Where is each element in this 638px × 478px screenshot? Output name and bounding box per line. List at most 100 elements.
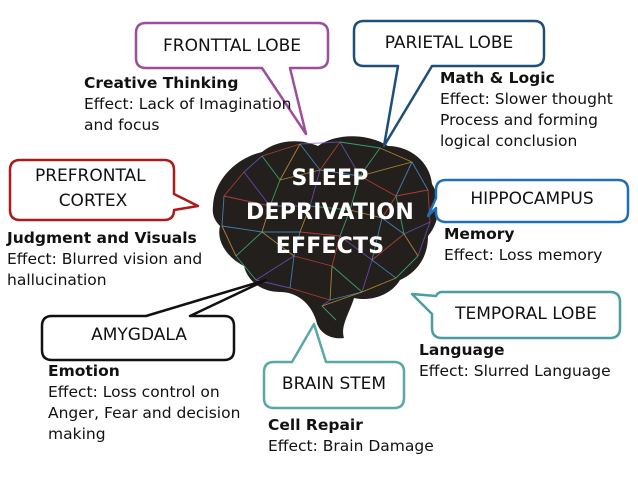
brain-mesh-line	[221, 225, 237, 257]
brain-silhouette	[212, 136, 439, 339]
amygdala-effect-line-1: Effect: Loss control on	[48, 383, 220, 401]
frontal-lobe-effect-line-1: Effect: Lack of Imagination	[84, 95, 292, 113]
brain-mesh-line	[371, 217, 383, 261]
brain-mesh-line	[349, 175, 361, 211]
brain-mesh-line	[339, 141, 361, 177]
parietal-lobe-effect-line-3: logical conclusion	[440, 132, 578, 150]
prefrontal-cortex-bubble	[8, 158, 200, 222]
brain-mesh-line	[331, 235, 341, 267]
temporal-lobe-bubble	[410, 290, 622, 340]
hippocampus-effect-line-1: Effect: Loss memory	[444, 246, 603, 264]
amygdala-bubble	[40, 278, 268, 362]
brain-mesh-line	[321, 291, 363, 307]
prefrontal-cortex-function: Judgment and Visuals	[7, 229, 197, 247]
frontal-lobe-callout: FRONTTAL LOBE	[134, 21, 330, 136]
brain-mesh-line	[261, 231, 295, 257]
frontal-lobe-description: Creative Thinking Effect: Lack of Imagin…	[84, 73, 292, 136]
brain-mesh-line	[235, 231, 263, 257]
brain-mesh-line	[299, 205, 311, 233]
brain-mesh-line	[379, 147, 413, 163]
brain-mesh-line	[403, 221, 431, 235]
brain-mesh-line	[371, 233, 405, 261]
amygdala-label: AMYGDALA	[91, 325, 187, 345]
brain-mesh-lines	[221, 141, 431, 321]
brain-stem-description: Cell Repair Effect: Brain Damage	[268, 415, 434, 457]
brain-stem-bubble	[262, 322, 406, 410]
brain-mesh-line	[289, 255, 295, 289]
brain-mesh-line	[279, 169, 321, 181]
brain-mesh-line	[329, 291, 363, 301]
brain-mesh-line	[339, 235, 373, 261]
brain-mesh-line	[349, 209, 383, 219]
brain-mesh-line	[223, 195, 271, 207]
brain-mesh-line	[331, 265, 363, 293]
prefrontal-cortex-effect-line-1: Effect: Blurred vision and	[7, 250, 203, 268]
hippocampus-label: HIPPOCAMPUS	[470, 189, 593, 209]
brain-mesh-line	[417, 221, 431, 257]
amygdala-function: Emotion	[48, 362, 120, 380]
parietal-lobe-function: Math & Logic	[440, 69, 555, 87]
amygdala-effect-line-2: Anger, Fear and decision	[48, 404, 241, 422]
hippocampus-function: Memory	[444, 225, 515, 243]
parietal-lobe-callout: PARIETAL LOBE	[352, 19, 546, 148]
brain-mesh-line	[299, 141, 341, 145]
brain-mesh-line	[411, 161, 429, 191]
brain-mesh-line	[321, 299, 331, 307]
brain-mesh-line	[279, 143, 301, 181]
brain-mesh-line	[261, 205, 271, 233]
frontal-lobe-label: FRONTTAL LOBE	[163, 36, 301, 56]
brain-stem-effect-line-1: Effect: Brain Damage	[268, 437, 434, 455]
prefrontal-cortex-effect-line-2: hallucination	[7, 271, 107, 289]
brain-mesh-line	[309, 205, 351, 211]
temporal-lobe-description: Language Effect: Slurred Language	[419, 340, 611, 382]
brain-mesh-line	[269, 179, 281, 207]
brain-mesh-line	[319, 169, 361, 177]
brain-mesh-line	[221, 225, 263, 233]
brain-mesh-line	[395, 255, 419, 279]
brain-mesh-line	[221, 195, 225, 227]
frontal-lobe-bubble	[134, 21, 330, 136]
brain-mesh-line	[359, 161, 413, 177]
parietal-lobe-effect-line-2: Process and forming	[440, 111, 598, 129]
temporal-lobe-function: Language	[419, 341, 505, 359]
brain-mesh-line	[235, 255, 257, 281]
hippocampus-bubble	[426, 178, 630, 224]
brain-stem-callout: BRAIN STEM	[262, 322, 406, 410]
prefrontal-cortex-callout: PREFRONTAL CORTEX	[8, 158, 200, 222]
brain-mesh-line	[243, 171, 271, 207]
brain-mesh-line	[293, 231, 301, 257]
brain-mesh-line	[361, 259, 373, 293]
brain-mesh-line	[395, 195, 405, 235]
center-title: SLEEP DEPRIVATION EFFECTS	[218, 162, 442, 264]
parietal-lobe-description: Math & Logic Effect: Slower thought Proc…	[440, 68, 613, 152]
brain-mesh-line	[319, 141, 341, 171]
brain-mesh-line	[381, 217, 405, 235]
frontal-lobe-function: Creative Thinking	[84, 74, 239, 92]
brain-mesh-line	[381, 195, 397, 219]
frontal-lobe-effect-line-2: and focus	[84, 116, 160, 134]
center-title-line-2: DEPRIVATION	[246, 200, 414, 225]
brain-stem-function: Cell Repair	[268, 416, 363, 434]
brain-mesh-line	[255, 255, 295, 281]
brain-mesh-line	[371, 259, 397, 279]
brain-mesh-line	[361, 277, 397, 293]
brain-mesh-line	[395, 189, 429, 197]
brain-mesh-line	[339, 209, 351, 237]
center-title-line-3: EFFECTS	[275, 234, 385, 259]
prefrontal-cortex-label: PREFRONTAL CORTEX	[35, 166, 151, 211]
amygdala-callout: AMYGDALA	[40, 278, 268, 362]
brain-mesh-line	[223, 171, 245, 197]
brain-mesh-line	[243, 155, 263, 173]
amygdala-description: Emotion Effect: Loss control on Anger, F…	[48, 361, 240, 445]
brain-mesh-line	[289, 287, 331, 301]
amygdala-effect-line-3: making	[48, 425, 106, 443]
brain-mesh-line	[309, 169, 321, 207]
brain-mesh-line	[293, 255, 333, 267]
temporal-lobe-label: TEMPORAL LOBE	[454, 304, 597, 324]
brain-mesh-line	[427, 189, 431, 223]
parietal-lobe-bubble	[352, 19, 546, 148]
brain-mesh-line	[321, 305, 337, 321]
brain-mesh-line	[261, 155, 281, 181]
brain-mesh-line	[299, 143, 321, 171]
